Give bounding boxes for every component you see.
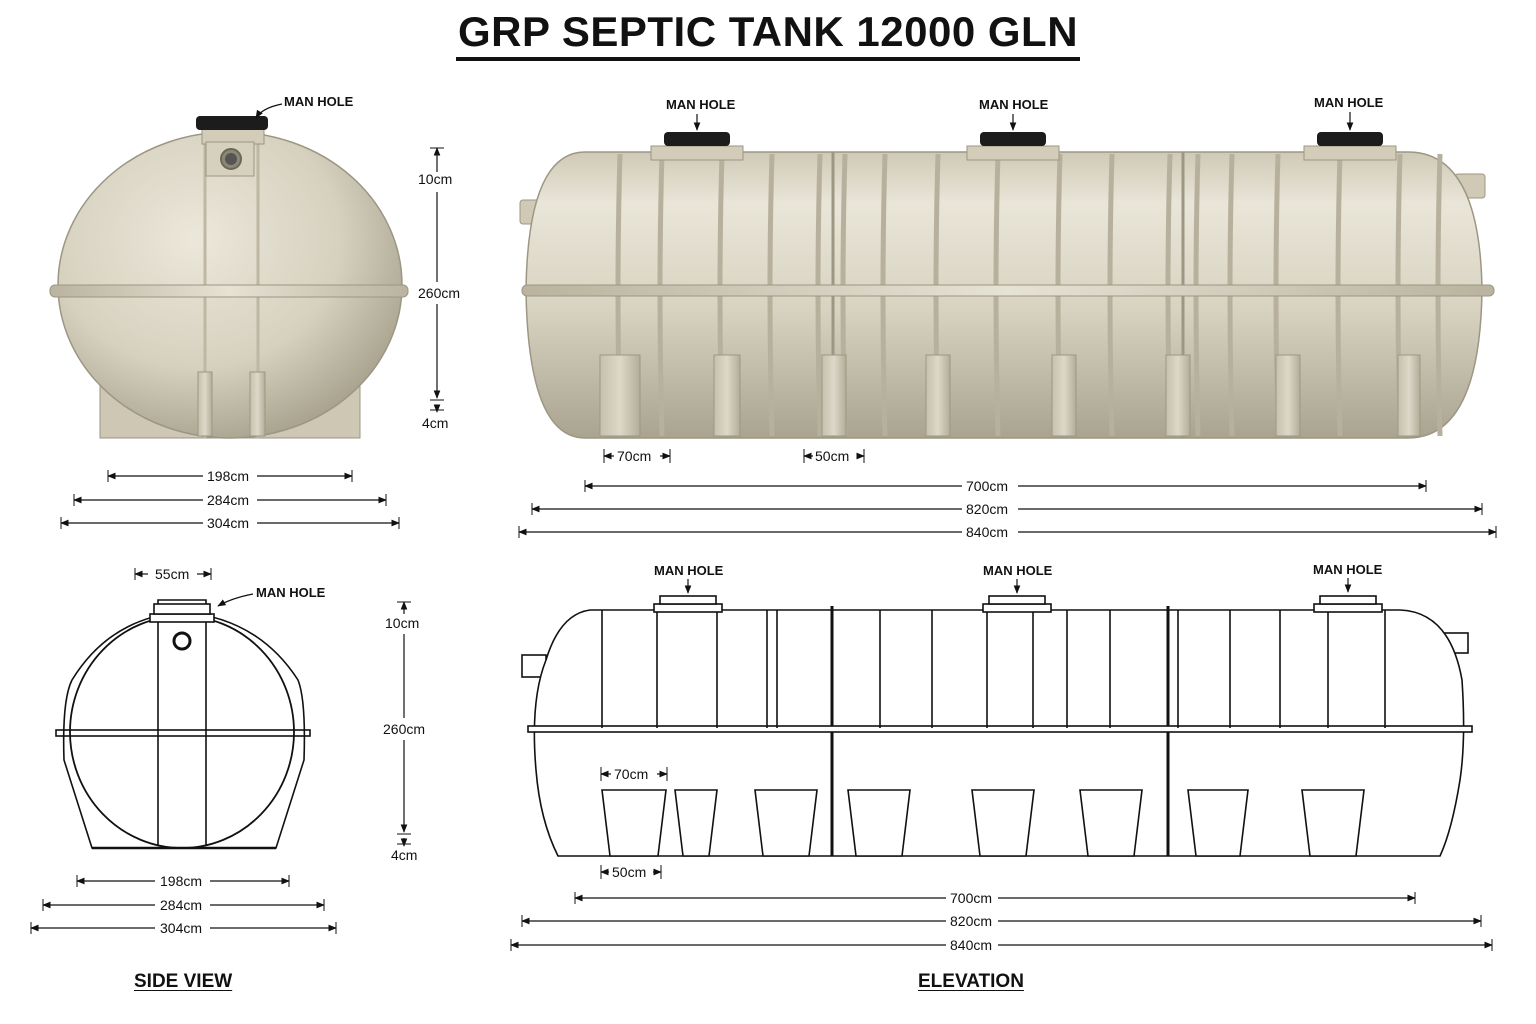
- side-render-dim-198cm: 198cm: [207, 468, 249, 484]
- tank-leg: [1165, 354, 1191, 437]
- manhole-neck: [1303, 145, 1397, 161]
- side-render-dim-284cm: 284cm: [207, 492, 249, 508]
- elev-line-dim-820cm: 820cm: [950, 913, 992, 929]
- elev-render-dim-840cm: 840cm: [966, 524, 1008, 540]
- side-view-render: [49, 116, 409, 439]
- tank-leg: [925, 354, 951, 437]
- elevation-render: [519, 132, 1495, 439]
- drawing-title: GRP SEPTIC TANK 12000 GLN: [0, 8, 1536, 61]
- elev-line-dim-50cm: 50cm: [612, 864, 646, 880]
- leg-outline: [1079, 789, 1143, 857]
- tank-leg: [713, 354, 741, 437]
- side-render-vertical-dims: [430, 147, 444, 413]
- manhole-cap-outline: [1319, 595, 1377, 605]
- elev-render-manhole-label-2: MAN HOLE: [979, 97, 1049, 112]
- elev-render-manhole-label-1: MAN HOLE: [666, 97, 736, 112]
- elev-render-dim-50cm: 50cm: [815, 448, 849, 464]
- side-render-dim-260cm: 260cm: [418, 285, 460, 301]
- side-render-manhole-label: MAN HOLE: [284, 94, 354, 109]
- tank-leg: [821, 354, 847, 437]
- leg-outline: [971, 789, 1035, 857]
- side-render-dim-304cm: 304cm: [207, 515, 249, 531]
- elev-line-manhole-label-3: MAN HOLE: [1313, 562, 1383, 577]
- manhole-neck: [966, 145, 1060, 161]
- elev-render-manhole-label-3: MAN HOLE: [1314, 95, 1384, 110]
- leg-outline: [674, 789, 718, 857]
- side-line-dim-10cm: 10cm: [385, 615, 419, 631]
- leg-outline: [754, 789, 818, 857]
- elevation-line-drawing: [521, 595, 1473, 857]
- side-render-dim-10cm: 10cm: [418, 171, 452, 187]
- side-view-caption: SIDE VIEW: [134, 971, 233, 992]
- manhole-neck-outline: [1313, 603, 1383, 613]
- elev-line-dim-840cm: 840cm: [950, 937, 992, 953]
- side-line-dim-4cm: 4cm: [391, 847, 417, 863]
- manhole-neck-outline: [982, 603, 1052, 613]
- elev-line-dim-700cm: 700cm: [950, 890, 992, 906]
- side-line-vertical-dims: [397, 601, 411, 847]
- manhole-cap: [1317, 132, 1383, 146]
- leg-outline: [847, 789, 911, 857]
- side-view-line-drawing: [55, 599, 311, 850]
- tank-leg: [1275, 354, 1301, 437]
- elev-render-dim-700cm: 700cm: [966, 478, 1008, 494]
- tank-leg: [1051, 354, 1077, 437]
- side-render-dim-4cm: 4cm: [422, 415, 448, 431]
- elev-render-dim-820cm: 820cm: [966, 501, 1008, 517]
- manhole-cap: [664, 132, 730, 146]
- manhole-neck: [650, 145, 744, 161]
- elev-line-dim-70cm: 70cm: [614, 766, 648, 782]
- manhole-cap-outline: [988, 595, 1046, 605]
- manhole-neck-outline: [653, 603, 723, 613]
- side-line-dim-284cm: 284cm: [160, 897, 202, 913]
- elevation-caption: ELEVATION: [918, 971, 1024, 992]
- elev-line-dims: [510, 767, 1493, 951]
- side-render-horizontal-dims: [60, 470, 400, 529]
- manhole-cap: [980, 132, 1046, 146]
- elev-render-dim-70cm: 70cm: [617, 448, 651, 464]
- leg-outline: [601, 789, 667, 857]
- elev-render-dims: [518, 449, 1497, 538]
- elev-line-manhole-label-2: MAN HOLE: [983, 563, 1053, 578]
- side-line-dim-55cm: 55cm: [155, 566, 189, 582]
- tank-leg: [599, 354, 641, 437]
- side-line-horizontal-dims: [30, 875, 337, 934]
- side-line-manhole-dim: [134, 568, 212, 580]
- side-line-manhole-label: MAN HOLE: [256, 585, 326, 600]
- side-line-dim-260cm: 260cm: [383, 721, 425, 737]
- leg-outline: [1187, 789, 1249, 857]
- tank-leg: [1397, 354, 1421, 437]
- side-line-dim-304cm: 304cm: [160, 920, 202, 936]
- side-line-dim-198cm: 198cm: [160, 873, 202, 889]
- leg-outline: [1301, 789, 1365, 857]
- elev-line-manhole-label-1: MAN HOLE: [654, 563, 724, 578]
- manhole-cap-outline: [659, 595, 717, 605]
- title-text: GRP SEPTIC TANK 12000 GLN: [455, 8, 1081, 61]
